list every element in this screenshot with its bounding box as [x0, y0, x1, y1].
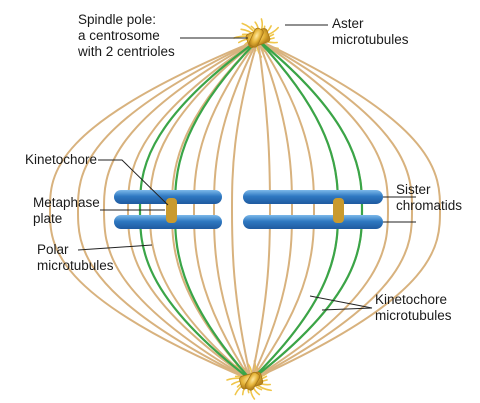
leader-lines [78, 25, 416, 310]
label-kinetochore: Kinetochore [25, 152, 97, 168]
label-kinetochore-mt-line-1: Kinetochore [375, 292, 452, 308]
label-spindle-pole-line-1: Spindle pole: [78, 12, 175, 28]
leader-kinetochore-mt-2 [322, 308, 372, 310]
label-sister-chromatids: Sister chromatids [396, 182, 462, 214]
label-sister-line-2: chromatids [396, 198, 462, 214]
label-spindle-pole: Spindle pole: a centrosome with 2 centri… [78, 12, 175, 60]
label-polar-line-1: Polar [37, 242, 114, 258]
sister-chromatid-right-upper [243, 190, 383, 204]
kinetochore-microtubule [251, 40, 362, 380]
leader-kinetochore-mt-1 [310, 296, 372, 308]
label-spindle-pole-line-3: with 2 centrioles [78, 44, 175, 60]
label-metaphase-plate: Metaphase plate [33, 195, 100, 227]
polar-microtubule [194, 40, 258, 380]
polar-microtubule [251, 40, 270, 380]
centromere-left [166, 198, 177, 223]
centromere-right [333, 198, 344, 223]
label-kinetochore-line-1: Kinetochore [25, 152, 97, 168]
label-polar-line-2: microtubules [37, 258, 114, 274]
label-aster-microtubules: Aster microtubules [332, 16, 409, 48]
label-kinetochore-microtubules: Kinetochore microtubules [375, 292, 452, 324]
label-aster-line-1: Aster [332, 16, 409, 32]
polar-microtubule [251, 40, 362, 380]
label-metaphase-line-1: Metaphase [33, 195, 100, 211]
label-polar-microtubules: Polar microtubules [37, 242, 114, 274]
sister-chromatid-right-lower [243, 215, 383, 229]
polar-microtubule [251, 40, 292, 380]
label-metaphase-line-2: plate [33, 211, 100, 227]
label-kinetochore-mt-line-2: microtubules [375, 308, 452, 324]
label-spindle-pole-line-2: a centrosome [78, 28, 175, 44]
label-sister-line-1: Sister [396, 182, 462, 198]
label-aster-line-2: microtubules [332, 32, 409, 48]
